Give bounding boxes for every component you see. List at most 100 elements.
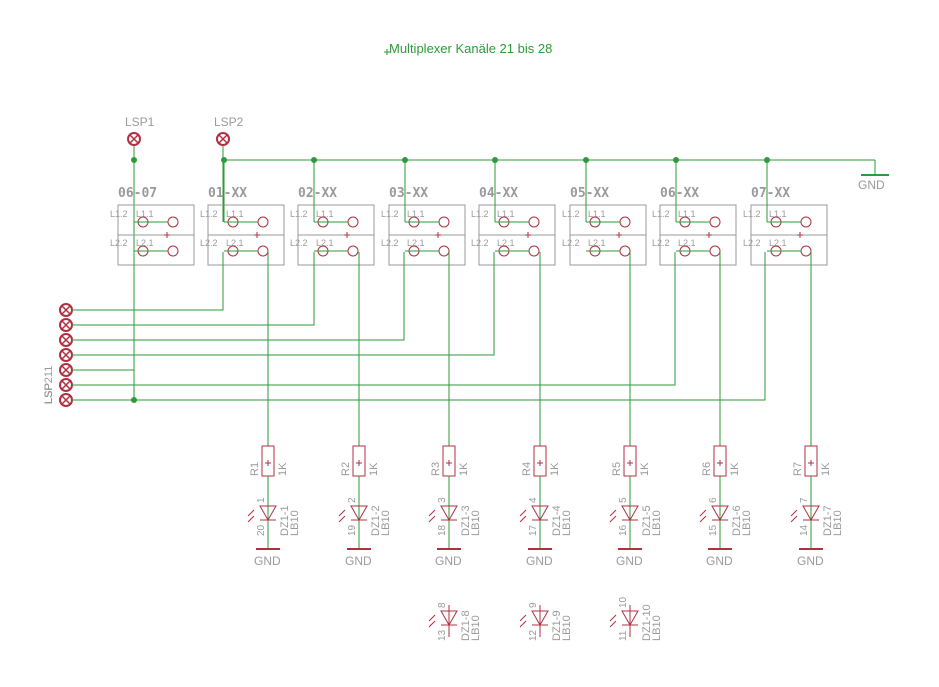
terminal-cross	[129, 134, 139, 144]
contact-pin	[800, 216, 812, 228]
connector-pin-7[interactable]	[59, 252, 766, 407]
connector-trace	[72, 252, 766, 401]
contact-label: L1.2	[200, 209, 218, 219]
junction-dot	[221, 157, 227, 163]
led-ref: DZ1-2	[370, 505, 382, 536]
resistor-ref: R7	[792, 462, 804, 476]
contact-pin	[619, 216, 631, 228]
relay-name: 04-XX	[479, 186, 518, 201]
led-type: LB10	[832, 510, 844, 536]
resistor-ref: R5	[611, 462, 623, 476]
terminal-cross	[218, 134, 228, 144]
connector-pin-5[interactable]	[59, 252, 135, 377]
ground-symbol: GND	[797, 548, 824, 568]
contact-label: L1.1	[769, 209, 787, 219]
relay-plus-mark	[797, 232, 803, 238]
contact-label: L2.2	[200, 238, 218, 248]
led-triangle	[531, 505, 549, 522]
connector-pin-3[interactable]	[59, 252, 405, 347]
resistor-ref: R3	[430, 462, 442, 476]
led-pin-a: 1	[256, 497, 267, 503]
title-origin-cross	[384, 49, 390, 55]
resistor-plus	[808, 460, 814, 466]
led-ref: DZ1-6	[731, 505, 743, 536]
led-pin-a: 3	[437, 497, 448, 503]
ground-symbol: GND	[345, 548, 372, 568]
led-pin-a: 9	[528, 602, 539, 608]
terminal-cross	[61, 395, 71, 405]
contact-label: L1.2	[290, 209, 308, 219]
contact-label: L2.1	[769, 238, 787, 248]
resistor-plus	[265, 460, 271, 466]
led-light-arrows	[699, 509, 707, 523]
led-triangle	[711, 505, 729, 522]
led-ref: DZ1-8	[460, 610, 472, 641]
led-triangle	[531, 610, 549, 627]
led-pin-c: 13	[437, 629, 448, 641]
speaker-terminal-1[interactable]: LSP1	[125, 115, 155, 146]
ground-symbol: GND	[526, 548, 553, 568]
led-pin-a: 10	[618, 596, 629, 608]
contact-label: L1.2	[743, 209, 761, 219]
connector-pin-4[interactable]	[59, 252, 495, 362]
led-type: LB10	[470, 510, 482, 536]
connector-pin-6[interactable]	[59, 252, 676, 392]
led-ref: DZ1-7	[822, 505, 834, 536]
ground-label: GND	[616, 554, 643, 568]
contact-label: L1.2	[562, 209, 580, 219]
ground-label: GND	[345, 554, 372, 568]
led-light-arrows	[247, 509, 255, 523]
ground-label: GND	[706, 554, 733, 568]
led-type: LB10	[380, 510, 392, 536]
led-type: LB10	[289, 510, 301, 536]
relay-name: 05-XX	[570, 186, 609, 201]
contact-pin	[800, 245, 812, 257]
junction-dot	[492, 157, 498, 163]
led-ref: DZ1-9	[551, 610, 563, 641]
ground-label: GND	[797, 554, 824, 568]
connector-pin-1[interactable]	[59, 252, 224, 317]
connector-pin-2[interactable]	[59, 252, 315, 332]
contact-pin	[347, 216, 359, 228]
led-type: LB10	[561, 510, 573, 536]
speaker-terminal-2[interactable]: LSP2	[214, 115, 244, 146]
led-ref: DZ1-3	[460, 505, 472, 536]
resistor-value: 1K	[549, 462, 561, 476]
schematic-title: Multiplexer Kanäle 21 bis 28	[389, 41, 552, 56]
junction-dot	[673, 157, 679, 163]
led-triangle	[621, 610, 639, 627]
ground-symbol-top: GND	[858, 160, 889, 192]
contact-label: L1.2	[652, 209, 670, 219]
contact-pin	[528, 216, 540, 228]
contact-label: L2.1	[136, 238, 154, 248]
led-triangle	[621, 505, 639, 522]
relay-name: 06-XX	[660, 186, 699, 201]
contact-label: L1.1	[316, 209, 334, 219]
contact-label: L1.1	[407, 209, 425, 219]
